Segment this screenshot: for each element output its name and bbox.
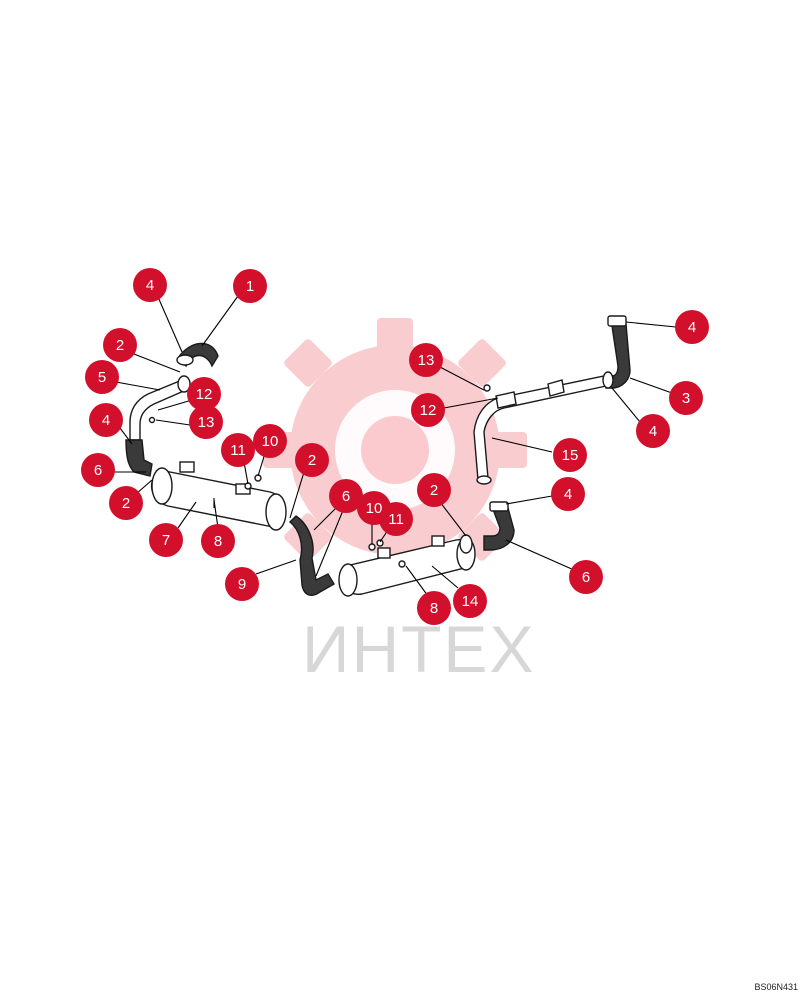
- svg-text:12: 12: [196, 386, 213, 403]
- cooler-end-cap: [265, 493, 287, 531]
- bolt: [376, 539, 384, 547]
- leader-lines: [114, 295, 677, 597]
- callout-11[interactable]: 11: [221, 433, 255, 467]
- watermark-text: ИНТЕХ: [302, 612, 535, 686]
- callout-2[interactable]: 2: [103, 328, 137, 362]
- svg-text:11: 11: [230, 442, 246, 459]
- callout-6[interactable]: 6: [81, 453, 115, 487]
- svg-text:6: 6: [94, 462, 102, 479]
- callout-12[interactable]: 12: [411, 393, 445, 427]
- callout-15[interactable]: 15: [553, 438, 587, 472]
- svg-text:15: 15: [562, 447, 579, 464]
- hose-clamp: [176, 354, 194, 366]
- cooler-bracket: [431, 535, 445, 547]
- callout-13[interactable]: 13: [409, 343, 443, 377]
- cooler-end-cap: [338, 563, 358, 597]
- bolt: [148, 416, 156, 424]
- callout-3[interactable]: 3: [669, 381, 703, 415]
- callout-2[interactable]: 2: [295, 443, 329, 477]
- svg-text:14: 14: [462, 593, 479, 610]
- svg-text:13: 13: [198, 414, 215, 431]
- svg-text:5: 5: [98, 369, 106, 386]
- svg-text:4: 4: [564, 486, 572, 503]
- callout-13[interactable]: 13: [189, 405, 223, 439]
- svg-text:7: 7: [162, 532, 170, 549]
- watermark-gear-core: [361, 416, 429, 484]
- callout-4[interactable]: 4: [89, 403, 123, 437]
- svg-text:9: 9: [238, 576, 246, 593]
- svg-text:6: 6: [342, 488, 350, 505]
- cooler-bracket: [179, 461, 195, 473]
- left-assembly: [125, 342, 335, 597]
- svg-text:2: 2: [122, 495, 130, 512]
- callout-9[interactable]: 9: [225, 567, 259, 601]
- tube-end: [476, 475, 492, 485]
- callout-4[interactable]: 4: [133, 268, 167, 302]
- callout-10[interactable]: 10: [253, 424, 287, 458]
- svg-text:6: 6: [582, 569, 590, 586]
- callout-4[interactable]: 4: [636, 414, 670, 448]
- right-assembly: [459, 315, 631, 554]
- svg-text:2: 2: [308, 452, 316, 469]
- callout-1[interactable]: 1: [233, 269, 267, 303]
- callout-7[interactable]: 7: [149, 523, 183, 557]
- tube-clamp: [177, 375, 191, 393]
- svg-text:12: 12: [420, 402, 437, 419]
- svg-text:10: 10: [366, 500, 383, 517]
- hose-clamp: [602, 371, 614, 389]
- bolt: [368, 543, 376, 551]
- svg-text:4: 4: [146, 277, 154, 294]
- callout-4[interactable]: 4: [675, 310, 709, 344]
- cooler-end-cap: [151, 467, 173, 505]
- callout-12[interactable]: 12: [187, 377, 221, 411]
- svg-text:1: 1: [246, 278, 254, 295]
- callout-2[interactable]: 2: [109, 486, 143, 520]
- callout-8[interactable]: 8: [201, 524, 235, 558]
- callout-14[interactable]: 14: [453, 584, 487, 618]
- tube-bracket: [547, 379, 565, 397]
- svg-text:3: 3: [682, 390, 690, 407]
- left-elbow: [125, 439, 153, 477]
- callout-5[interactable]: 5: [85, 360, 119, 394]
- svg-text:4: 4: [649, 423, 657, 440]
- svg-text:8: 8: [214, 533, 222, 550]
- drawing-code: BS06N431: [754, 982, 798, 992]
- right-elbow: [483, 507, 515, 551]
- callout-11[interactable]: 11: [379, 502, 413, 536]
- callout-2[interactable]: 2: [417, 473, 451, 507]
- svg-text:13: 13: [418, 352, 435, 369]
- callout-8[interactable]: 8: [417, 591, 451, 625]
- callouts: 4 1 2 5 12 4 13 6 2 11 10 7 8 2 6 9 10 1…: [81, 268, 709, 625]
- hose-9: [288, 515, 335, 597]
- callout-6[interactable]: 6: [569, 560, 603, 594]
- hose-clamp: [607, 315, 627, 327]
- hose-clamp: [489, 501, 509, 512]
- svg-text:2: 2: [430, 482, 438, 499]
- svg-text:8: 8: [430, 600, 438, 617]
- callout-4[interactable]: 4: [551, 477, 585, 511]
- bolt: [483, 384, 491, 392]
- svg-text:4: 4: [102, 412, 110, 429]
- svg-text:2: 2: [116, 337, 124, 354]
- tube-bracket: [495, 391, 517, 409]
- hose-clamp: [459, 534, 473, 554]
- callout-6[interactable]: 6: [329, 479, 363, 513]
- svg-text:11: 11: [388, 511, 404, 528]
- cooler-bracket: [377, 547, 391, 559]
- svg-text:10: 10: [262, 433, 279, 450]
- svg-text:4: 4: [688, 319, 696, 336]
- bolt: [398, 560, 406, 568]
